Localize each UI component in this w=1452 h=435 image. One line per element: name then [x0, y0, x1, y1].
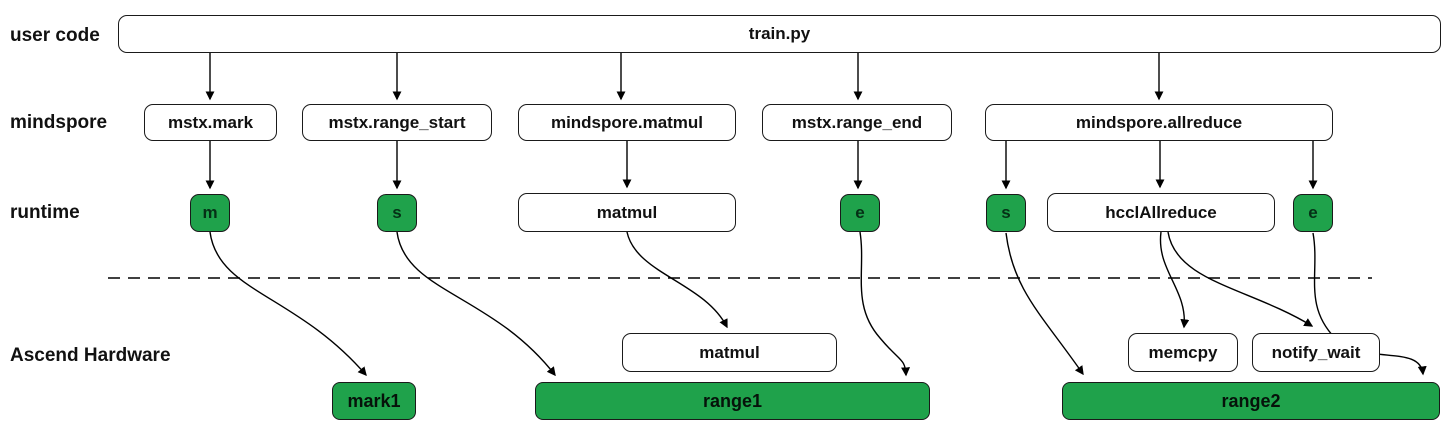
node-runtime-mark-m: m: [190, 194, 230, 232]
node-hardware-range2: range2: [1062, 382, 1440, 420]
arrow-rtmatmul-to-hwmatmul: [626, 231, 728, 329]
row-label-mindspore: mindspore: [10, 112, 108, 133]
node-mindspore-matmul: mindspore.matmul: [518, 104, 736, 141]
node-hardware-mark1: mark1: [332, 382, 416, 420]
arrow-e-to-range1-end: [859, 231, 911, 377]
node-runtime-hccl-allreduce: hcclAllreduce: [1047, 193, 1275, 232]
node-hardware-range1: range1: [535, 382, 930, 420]
node-hardware-matmul: matmul: [622, 333, 837, 372]
node-hardware-memcpy: memcpy: [1128, 333, 1238, 372]
arrow-m-to-mark1: [209, 231, 367, 377]
node-mstx-mark: mstx.mark: [144, 104, 277, 141]
node-runtime-end-e1: e: [840, 194, 880, 232]
arrow-s-to-range1-start: [396, 231, 556, 377]
node-mstx-range-end: mstx.range_end: [762, 104, 952, 141]
arrow-hccl-to-memcpy: [1159, 231, 1190, 329]
row-label-user-code: user code: [10, 25, 100, 46]
row-label-runtime: runtime: [10, 202, 80, 223]
row-label-ascend-hardware: Ascend Hardware: [10, 345, 171, 366]
arrow-hccl-to-notify-wait: [1167, 231, 1314, 327]
node-hardware-notify-wait: notify_wait: [1252, 333, 1380, 372]
node-runtime-end-e2: e: [1293, 194, 1333, 232]
arrow-s-to-range2-start: [1005, 232, 1084, 376]
node-mindspore-allreduce: mindspore.allreduce: [985, 104, 1333, 141]
node-mstx-range-start: mstx.range_start: [302, 104, 492, 141]
node-runtime-start-s1: s: [377, 194, 417, 232]
node-runtime-start-s2: s: [986, 194, 1026, 232]
node-runtime-matmul: matmul: [518, 193, 736, 232]
node-train-py: train.py: [118, 15, 1441, 53]
